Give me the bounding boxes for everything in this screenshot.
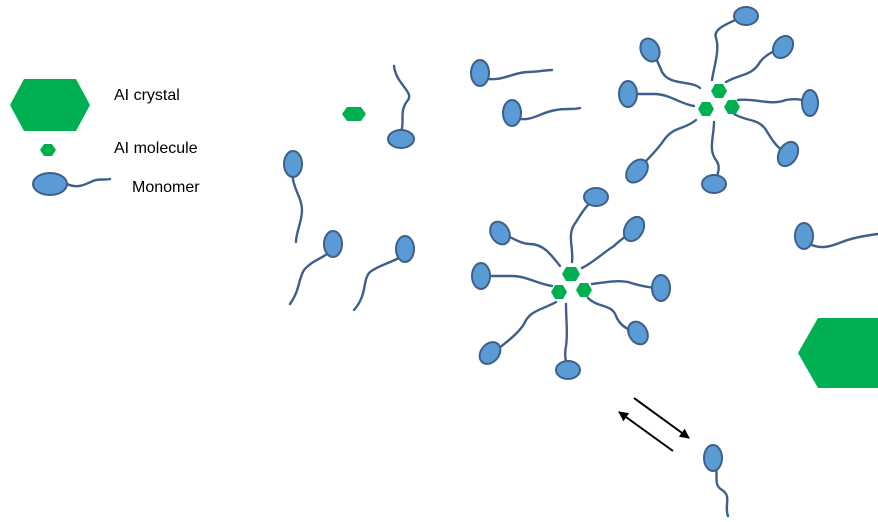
legend-crystal-icon [10, 79, 90, 131]
micelle [471, 187, 671, 380]
legend-molecule-icon [40, 144, 56, 156]
legend-crystal-label: AI crystal [114, 87, 180, 104]
legend-monomer-icon [32, 172, 112, 196]
micelle-ai-molecule [698, 102, 714, 116]
legend-monomer-label: Monomer [132, 179, 200, 196]
free-monomer [352, 235, 415, 312]
free-monomer [794, 222, 878, 250]
free-monomer [288, 230, 343, 306]
micelle [618, 6, 819, 194]
legend: AI crystal AI molecule Monomer [10, 79, 200, 196]
equilibrium-arrows [618, 397, 690, 452]
micelle-ai-molecule [551, 285, 567, 299]
forward-arrow [633, 397, 690, 439]
reverse-arrow [618, 411, 674, 452]
micelle-ai-molecule [576, 283, 592, 297]
free-monomer [703, 444, 730, 518]
ai-crystal [798, 318, 878, 388]
micelle-ai-molecule [724, 100, 740, 114]
micelle-ai-molecule [562, 267, 580, 281]
micelle-ai-molecule [711, 84, 727, 98]
free-monomer [283, 150, 304, 244]
free-ai-molecule [342, 107, 366, 121]
legend-molecule-label: AI molecule [114, 140, 198, 157]
free-monomer [502, 99, 582, 127]
free-monomer [387, 64, 415, 149]
free-monomer [470, 59, 554, 87]
